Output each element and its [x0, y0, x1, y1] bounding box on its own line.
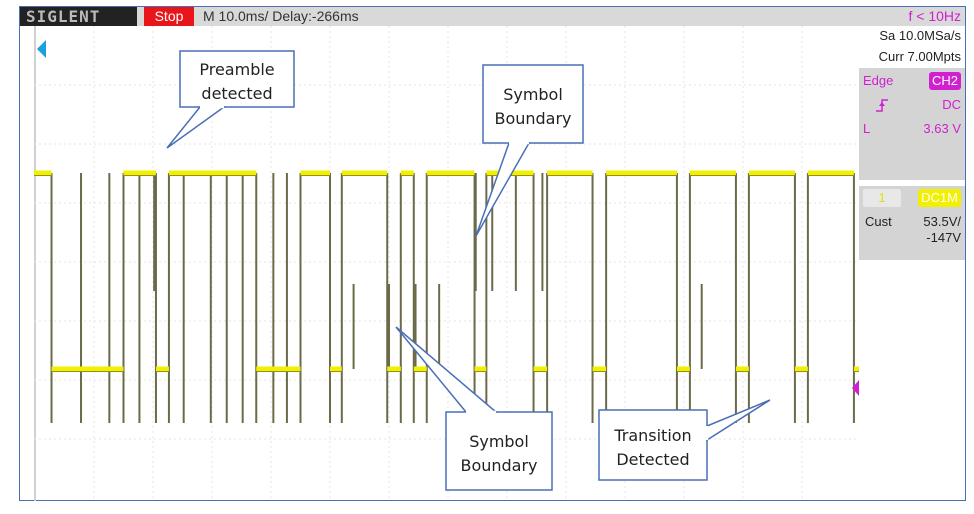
callout-text: detected: [201, 84, 272, 103]
callout-text: Symbol: [469, 432, 529, 451]
callout-pointer: [166, 106, 227, 149]
callout-text: Boundary: [494, 109, 571, 128]
status-bar: SIGLENT Stop M 10.0ms/ Delay:-266ms f < …: [20, 7, 965, 26]
callout-box: [482, 64, 584, 144]
frequency-counter: f < 10Hz: [908, 8, 961, 24]
callout-pointer: [475, 142, 531, 237]
brand-logo: SIGLENT: [20, 7, 137, 26]
vertical-scale: 53.5V/: [923, 214, 961, 229]
trigger-level: 3.63 V: [923, 121, 961, 136]
run-stop-indicator[interactable]: Stop: [144, 7, 194, 26]
channel-number: 1: [863, 189, 901, 207]
callout-text: Detected: [616, 450, 689, 469]
info-panel: Sa 10.0MSa/s Curr 7.00Mpts Edge CH2 DC L…: [859, 26, 965, 501]
rising-edge-icon: [876, 99, 888, 112]
probe-setting: Cust: [865, 214, 892, 229]
trigger-position-marker-icon[interactable]: [37, 40, 46, 58]
trigger-source-badge: CH2: [928, 72, 961, 90]
vertical-offset: -147V: [926, 230, 961, 245]
trigger-panel[interactable]: Edge CH2 DC L 3.63 V: [859, 68, 965, 180]
callout-box: [445, 411, 553, 491]
callout-text: Transition: [613, 426, 691, 445]
timebase-readout[interactable]: M 10.0ms/ Delay:-266ms: [203, 8, 359, 24]
callout-box: [179, 50, 295, 108]
trigger-coupling: DC: [942, 97, 961, 112]
memory-depth: Curr 7.00Mpts: [859, 47, 965, 68]
oscilloscope-screen: SIGLENT Stop M 10.0ms/ Delay:-266ms f < …: [19, 6, 966, 501]
trigger-type: Edge: [863, 73, 894, 88]
callout-preamble: Preamble detected: [166, 50, 295, 149]
callout-text: Symbol: [503, 85, 563, 104]
channel-coupling-badge: DC1M: [918, 189, 961, 207]
sample-rate: Sa 10.0MSa/s: [859, 26, 965, 47]
callout-box: [598, 409, 708, 481]
trigger-level-marker-icon[interactable]: [852, 380, 859, 396]
callout-text: Preamble: [199, 60, 274, 79]
callout-text: Boundary: [460, 456, 537, 475]
trigger-level-label: L: [863, 121, 871, 136]
callout-pointer: [706, 399, 771, 442]
channel-1-trace: [34, 170, 859, 423]
channel-1-panel[interactable]: 1 DC1M Cust 53.5V/ -147V: [859, 186, 965, 260]
